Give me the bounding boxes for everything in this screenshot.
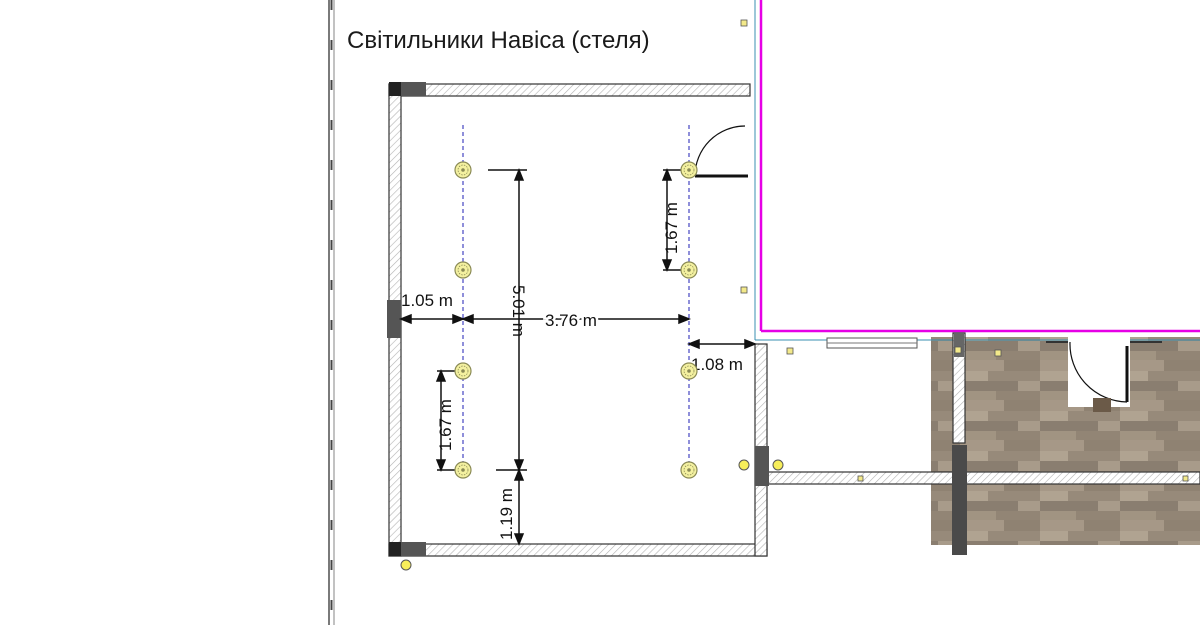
dim-label-bottom-offset: 1.19 m [497,488,516,540]
dim-label-spacing-left: 1.67 m [436,399,455,451]
recessed-light-icon [454,261,472,279]
dim-label-left-offset: 1.05 m [401,291,453,310]
recessed-light-icon [680,461,698,479]
wall-sconce-icon [738,459,750,471]
property-boundary [759,0,1200,333]
wall-columns [387,82,967,556]
outer-wall-line [754,0,1200,341]
outlet-icon [786,347,794,355]
dim-label-spacing-right: 1.67 m [662,202,681,254]
dim-label-span-width: 3.76 m [545,311,597,330]
outlet-icon [740,19,748,27]
page-title: Світильники Навіса (стеля) [347,27,650,54]
section-edge [328,0,335,625]
recessed-light-icon [454,461,472,479]
recessed-light-icon [680,161,698,179]
recessed-light-icon [680,362,698,380]
recessed-light-icon [454,161,472,179]
outlet-icon [954,346,962,354]
adjacent-room-floor [931,337,1200,545]
recessed-light-icon [454,362,472,380]
outlet-icon [1182,475,1189,482]
door-adjacent-room [1046,337,1162,412]
wall-sconce-icon [400,559,412,571]
door-top-right [694,125,748,178]
wall-lights [400,459,784,571]
dim-label-right-offset: 1.08 m [691,355,743,374]
light-guide-lines [462,125,690,470]
outlet-icon [994,349,1002,357]
recessed-light-icon [680,261,698,279]
outlet-icon [857,475,864,482]
wall-sconce-icon [772,459,784,471]
outlet-icon [740,286,748,294]
window [826,337,918,349]
dim-label-span-height: 5.01 m [509,285,528,337]
outlet-symbols [740,19,1189,482]
